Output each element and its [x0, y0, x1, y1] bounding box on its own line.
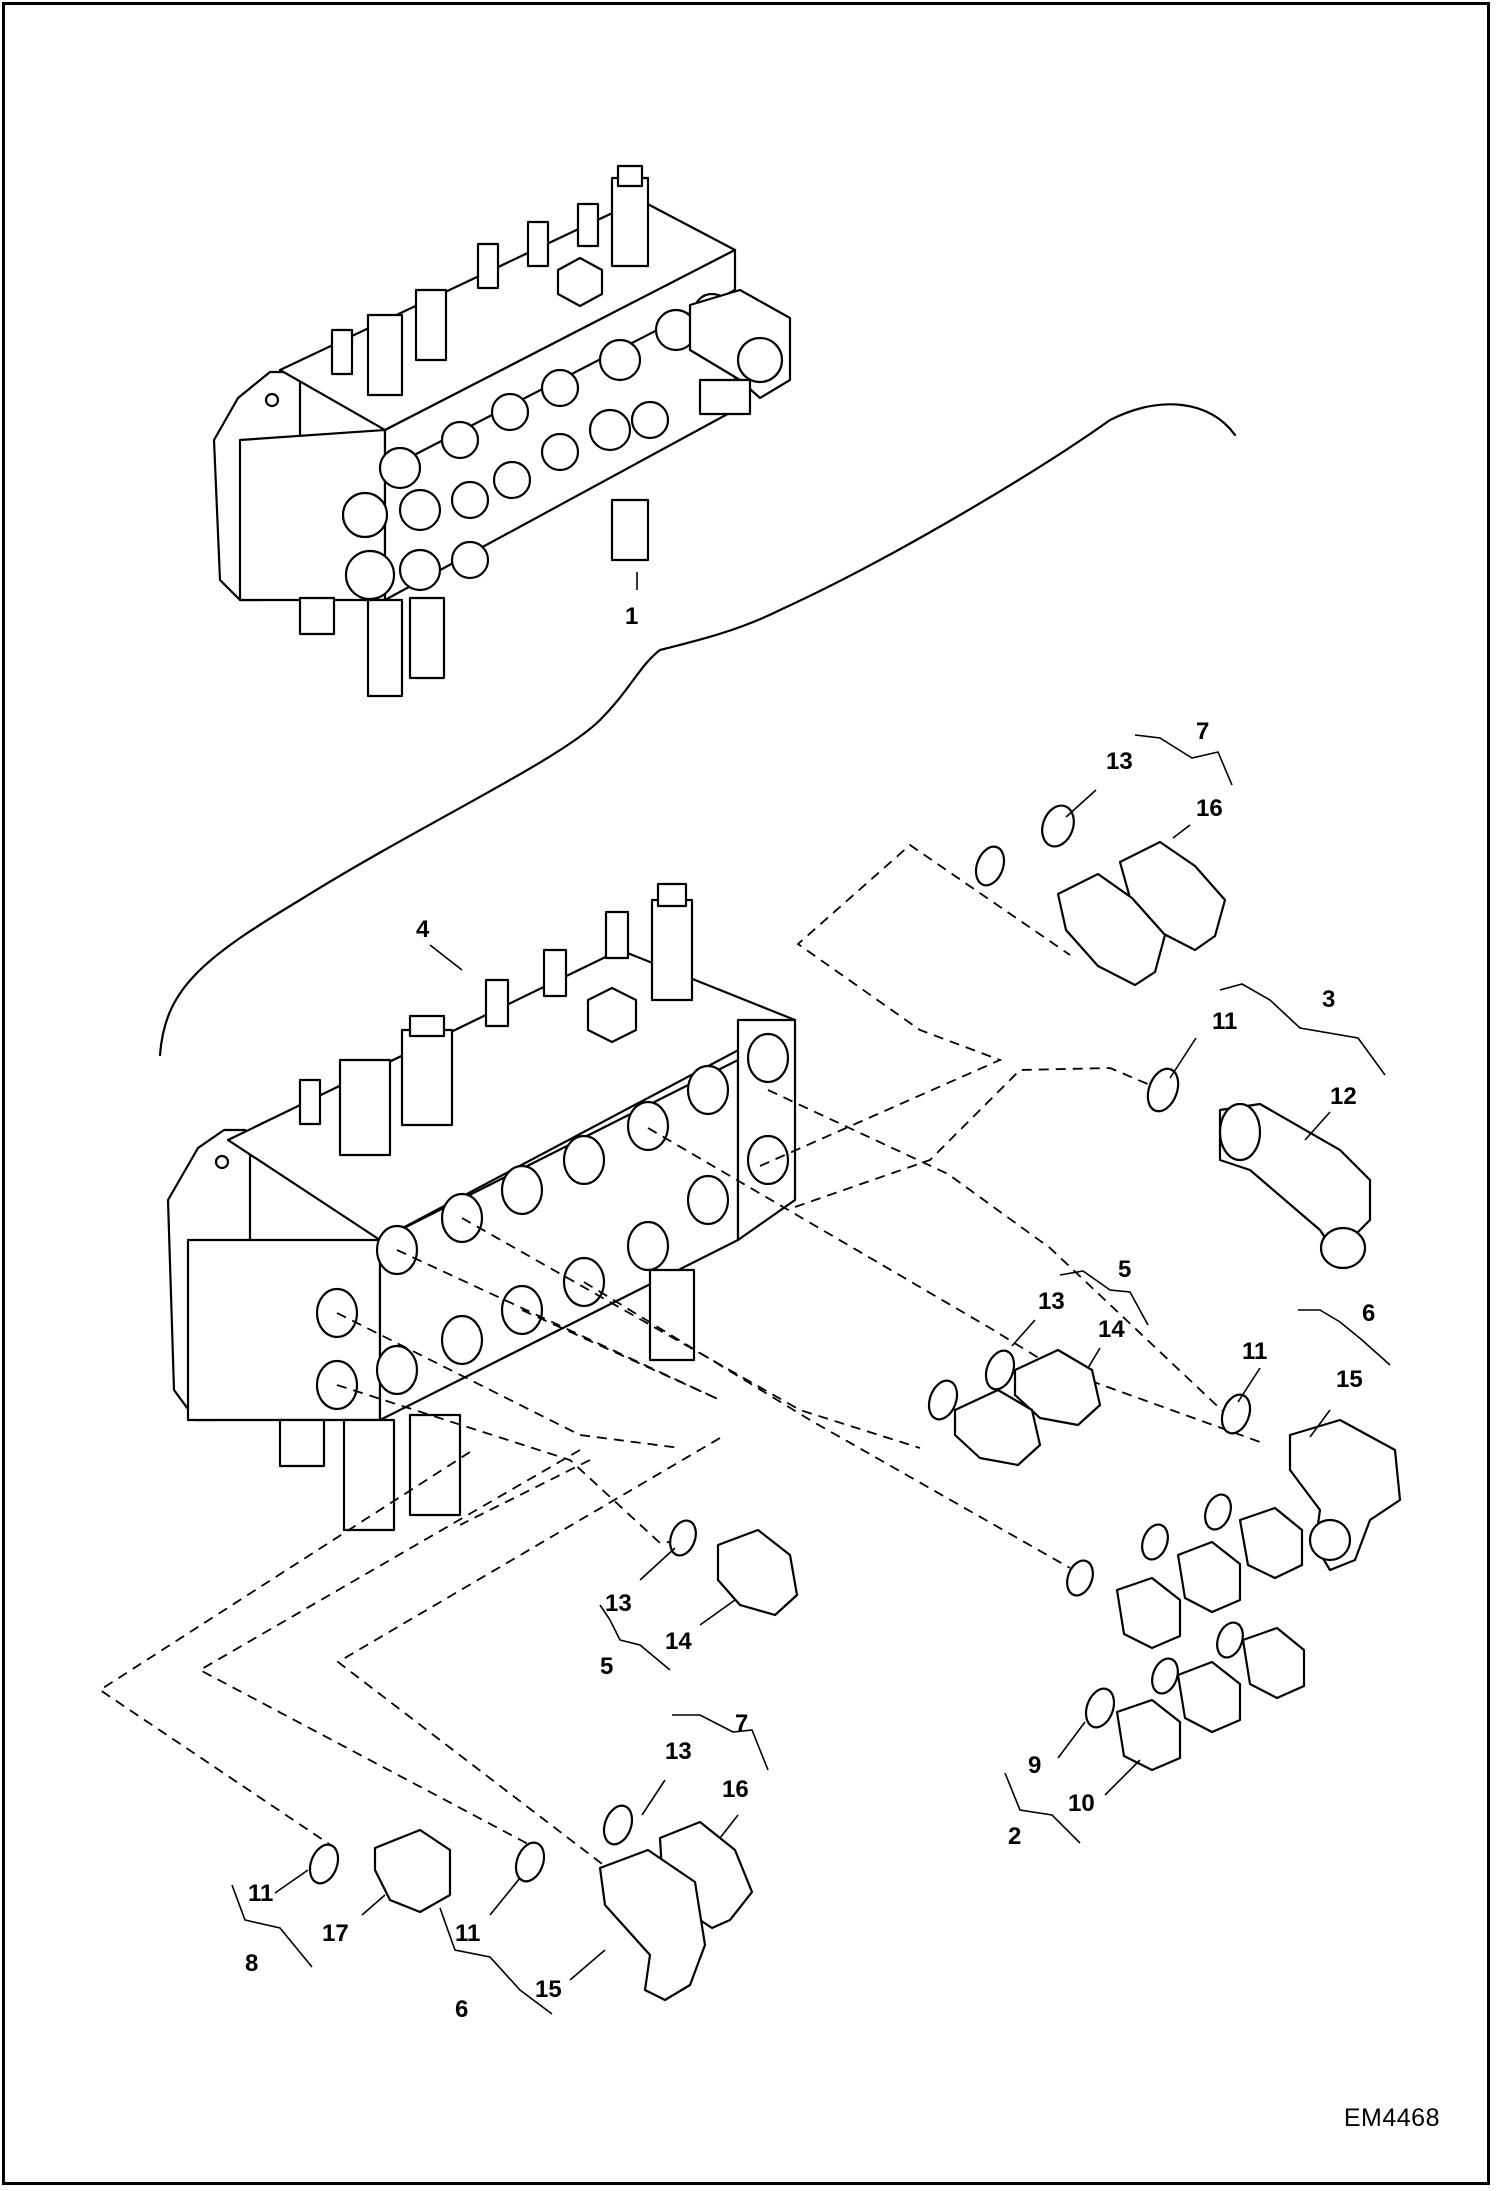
callout-3: 3 — [1322, 986, 1336, 1013]
callout-8: 8 — [245, 1950, 259, 1977]
callout-13-bottom: 13 — [665, 1738, 692, 1765]
callout-6-lower: 6 — [455, 1996, 469, 2023]
callout-11-upper: 11 — [1212, 1008, 1238, 1035]
callout-5-upper: 5 — [1118, 1256, 1132, 1283]
callout-15-upper: 15 — [1336, 1366, 1363, 1393]
callout-16-upper: 16 — [1196, 795, 1223, 822]
callout-10: 10 — [1068, 1790, 1095, 1817]
fittings — [373, 840, 1402, 2002]
callout-16-lower: 16 — [722, 1776, 749, 1803]
callout-9: 9 — [1028, 1752, 1042, 1779]
callout-14-upper: 14 — [1098, 1316, 1125, 1343]
callout-7-lower: 7 — [735, 1710, 749, 1737]
callout-11-lower: 11 — [455, 1920, 481, 1947]
callout-11-mid: 11 — [1242, 1338, 1268, 1365]
callout-13-mid: 13 — [1038, 1288, 1065, 1315]
exploded-valve-body — [166, 882, 797, 1532]
callout-7-upper: 7 — [1196, 718, 1210, 745]
callout-6-upper: 6 — [1362, 1300, 1376, 1327]
callout-4: 4 — [416, 916, 430, 943]
callout-13-lower: 13 — [605, 1590, 632, 1617]
callout-13-upper: 13 — [1106, 748, 1133, 775]
callout-15-lower: 15 — [535, 1976, 562, 2003]
drawing-code: EM4468 — [1343, 2104, 1440, 2132]
callout-brackets — [231, 572, 1391, 2015]
callout-2: 2 — [1008, 1823, 1022, 1850]
assembly-brace — [158, 403, 1237, 1057]
o-rings — [308, 804, 1252, 1885]
callout-17: 17 — [322, 1920, 349, 1947]
assembled-valve-illustration — [212, 164, 792, 698]
callout-1: 1 — [625, 603, 639, 630]
callout-5-lower: 5 — [600, 1653, 614, 1680]
callout-11-plug: 11 — [248, 1880, 274, 1907]
callout-12: 12 — [1330, 1083, 1357, 1110]
callout-14-lower: 14 — [665, 1628, 692, 1655]
